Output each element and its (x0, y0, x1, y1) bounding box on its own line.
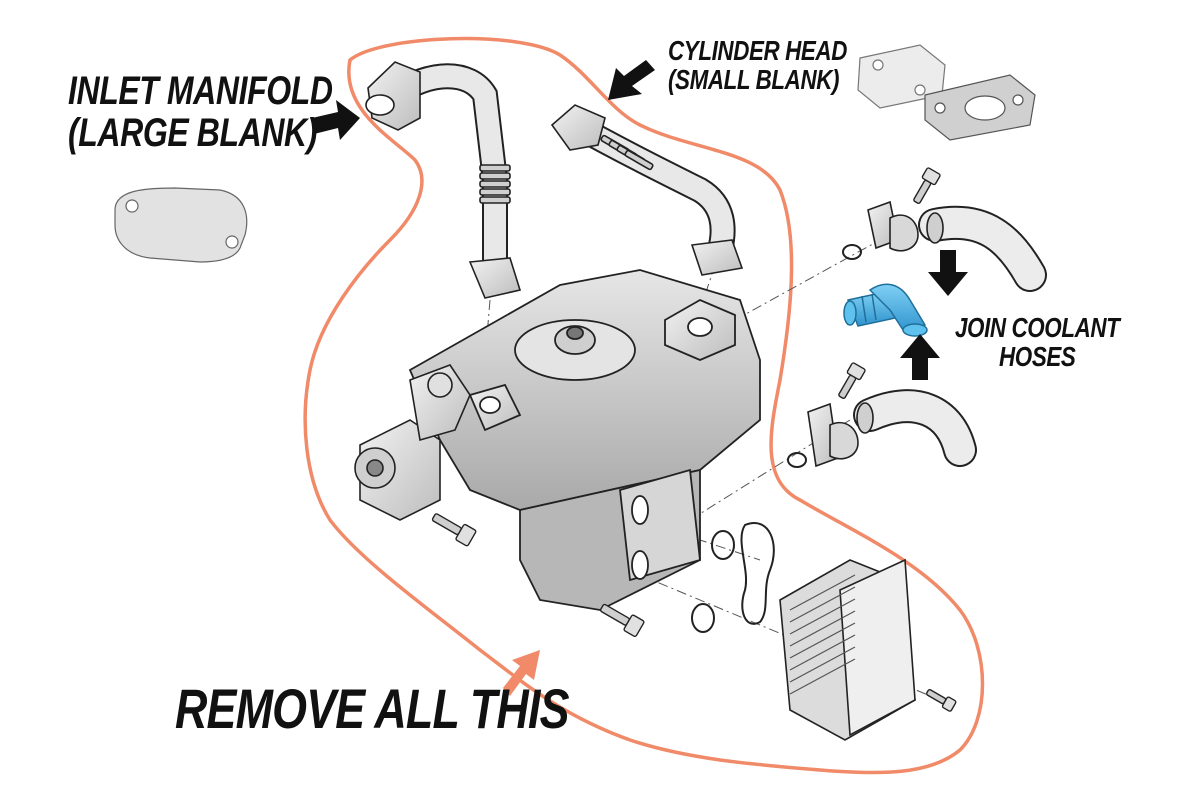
small-blank-gasket (924, 74, 1036, 141)
arrow-to-outline (503, 650, 540, 696)
egr-cooler-body (408, 269, 761, 611)
arrow-up-to-connector (900, 334, 940, 380)
label-join-coolant-hoses: JOIN COOLANT HOSES (955, 312, 1120, 373)
label-cylinder-head-line2: (SMALL BLANK) (668, 64, 840, 96)
arrow-down-to-connector (928, 250, 968, 296)
arrow-to-inlet-pipe (312, 100, 360, 140)
large-blank-plate (114, 187, 248, 263)
label-remove-all-this: REMOVE ALL THIS (175, 677, 570, 740)
label-join-coolant-line1: JOIN COOLANT (955, 312, 1120, 343)
coolant-hoses (853, 205, 1047, 467)
coolant-flanges (807, 200, 919, 468)
egr-pipe-left (365, 61, 522, 299)
blue-elbow-connector (843, 283, 928, 337)
label-cylinder-head-line1: CYLINDER HEAD (668, 35, 847, 66)
label-cylinder-head: CYLINDER HEAD (SMALL BLANK) (668, 36, 847, 95)
label-inlet-manifold-line1: INLET MANIFOLD (68, 69, 333, 113)
egr-valve (354, 364, 471, 521)
egr-pipe-middle (550, 104, 744, 276)
label-join-coolant-line2: HOSES (999, 341, 1076, 373)
o-rings (691, 244, 862, 633)
arrow-to-cylinder-pipe (608, 60, 655, 100)
oil-cooler (779, 558, 916, 741)
bolts (431, 167, 957, 712)
label-remove-all-this-text: REMOVE ALL THIS (175, 677, 570, 740)
removal-outline (303, 36, 985, 775)
label-inlet-manifold-line2: (LARGE BLANK) (68, 111, 317, 155)
label-inlet-manifold: INLET MANIFOLD (LARGE BLANK) (68, 70, 333, 154)
